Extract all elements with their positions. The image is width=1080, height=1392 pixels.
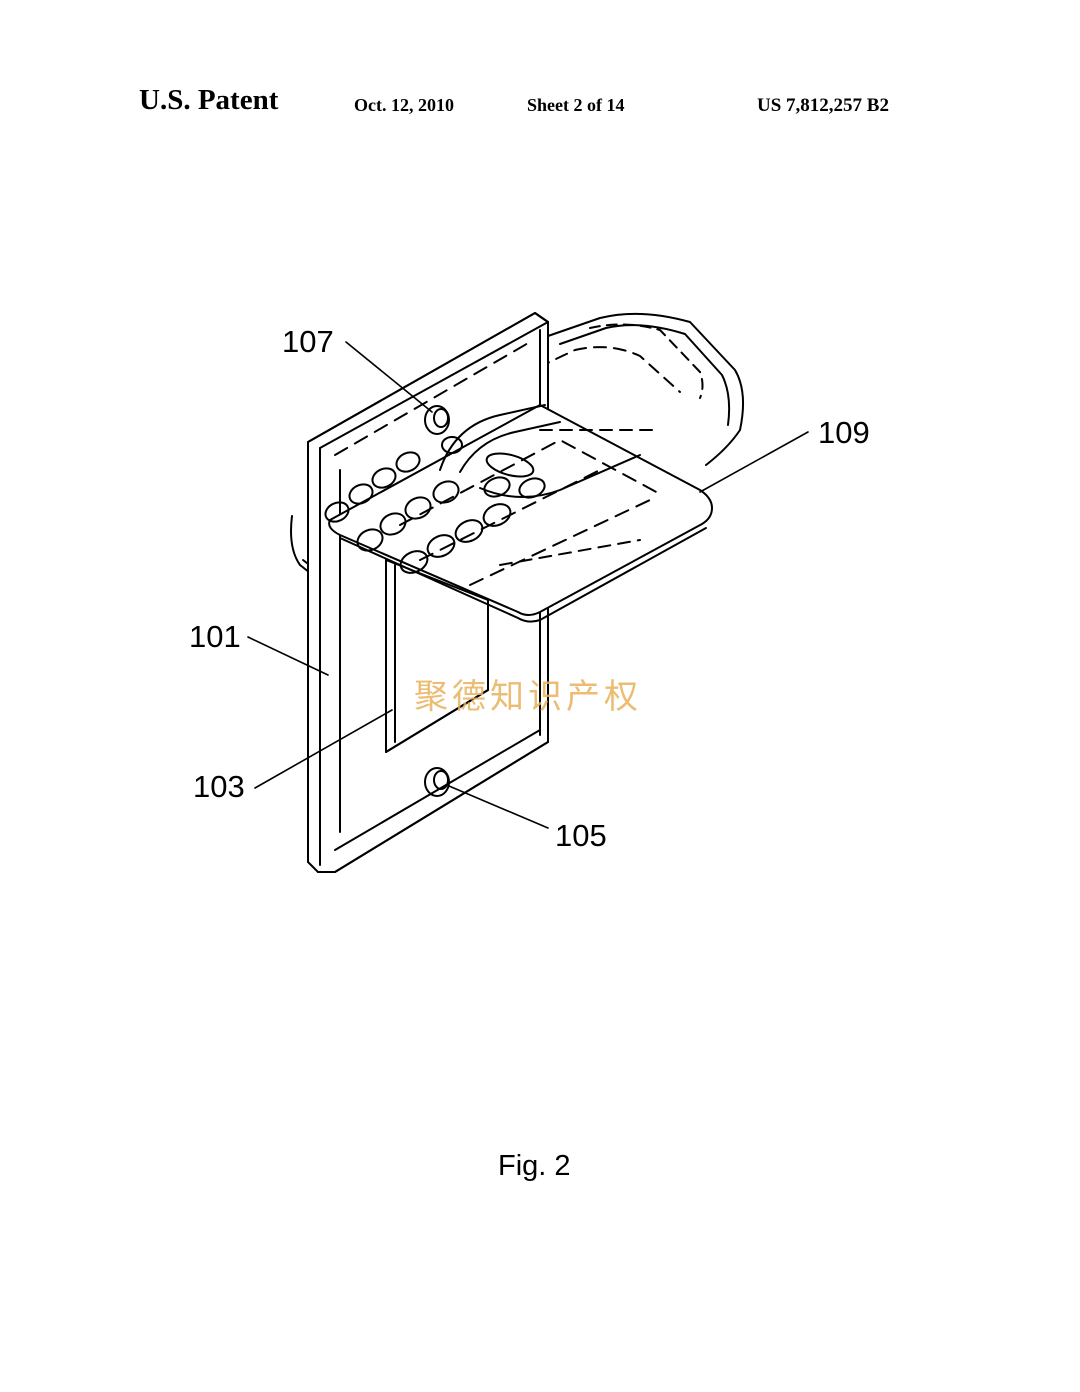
- phone-keypad: [324, 404, 641, 574]
- ref-107: 107: [282, 324, 334, 359]
- patent-header-title: U.S. Patent: [139, 84, 279, 116]
- bottom-screw-hole: [424, 767, 450, 797]
- plate-opening: [385, 559, 489, 753]
- leader-lines: [247, 341, 809, 829]
- ref-101: 101: [189, 619, 241, 654]
- figure-label: Fig. 2: [498, 1150, 571, 1182]
- watermark-text: 聚德知识产权: [414, 677, 642, 717]
- ref-109: 109: [818, 415, 870, 450]
- ref-105: 105: [555, 818, 607, 853]
- top-screw-hole: [424, 405, 450, 435]
- patent-header-number: US 7,812,257 B2: [757, 95, 889, 116]
- patent-header-date: Oct. 12, 2010: [354, 95, 454, 115]
- ref-103: 103: [193, 769, 245, 804]
- shelf-tray: [328, 404, 713, 623]
- patent-header-sheet: Sheet 2 of 14: [527, 95, 625, 115]
